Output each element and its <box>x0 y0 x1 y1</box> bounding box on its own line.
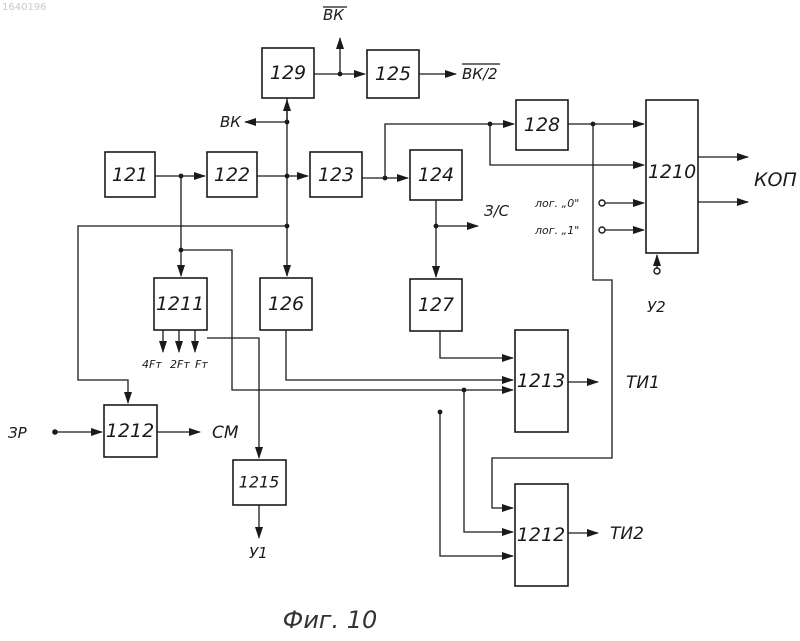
svg-text:1213: 1213 <box>517 370 565 392</box>
label-4ft: 4Fт <box>142 358 162 371</box>
label-vk-bar: ВК <box>323 6 345 24</box>
label-zr: ЗР <box>8 424 28 442</box>
svg-text:121: 121 <box>112 164 148 186</box>
label-ti2: ТИ2 <box>610 524 644 544</box>
label-kop: КОП <box>754 169 797 191</box>
label-u2: У2 <box>647 298 666 316</box>
block-1213: 1213 <box>515 330 568 432</box>
label-vk: ВК <box>220 113 242 131</box>
block-1212-bottom: 1212 <box>515 484 568 586</box>
svg-text:127: 127 <box>418 294 454 316</box>
block-1215: 1215 <box>233 460 286 505</box>
label-vk-bar-half: ВК/2 <box>462 65 498 83</box>
block-1212-top: 1212 <box>104 405 157 457</box>
svg-text:123: 123 <box>318 164 354 186</box>
label-log1: лог. „1" <box>534 224 579 237</box>
block-127: 127 <box>410 279 462 331</box>
svg-text:1215: 1215 <box>239 473 280 492</box>
block-129: 129 <box>262 48 314 98</box>
svg-text:122: 122 <box>214 164 250 186</box>
svg-text:126: 126 <box>268 293 304 315</box>
svg-text:129: 129 <box>270 62 306 84</box>
block-121: 121 <box>105 152 155 197</box>
label-sm: СМ <box>212 423 239 443</box>
label-ft: Fт <box>195 358 208 371</box>
figure-caption: Фиг. 10 <box>283 606 378 634</box>
watermark-text: 1640196 <box>2 2 47 13</box>
block-1210: 1210 <box>646 100 698 253</box>
svg-text:128: 128 <box>524 114 560 136</box>
block-122: 122 <box>207 152 257 197</box>
label-2ft: 2Fт <box>170 358 190 371</box>
label-zs: З/С <box>484 202 510 220</box>
svg-text:1212: 1212 <box>106 420 154 442</box>
block-125: 125 <box>367 50 419 98</box>
block-128: 128 <box>516 100 568 150</box>
svg-text:1210: 1210 <box>648 161 696 183</box>
label-u1: У1 <box>249 544 268 562</box>
block-124: 124 <box>410 150 462 200</box>
svg-text:125: 125 <box>375 63 411 85</box>
svg-text:1212: 1212 <box>517 524 565 546</box>
svg-text:1211: 1211 <box>156 293 204 315</box>
block-123: 123 <box>310 152 362 197</box>
block-1211: 1211 <box>154 278 207 330</box>
label-ti1: ТИ1 <box>626 373 660 393</box>
block-126: 126 <box>260 278 312 330</box>
svg-text:124: 124 <box>418 164 454 186</box>
label-log0: лог. „0" <box>534 197 579 210</box>
